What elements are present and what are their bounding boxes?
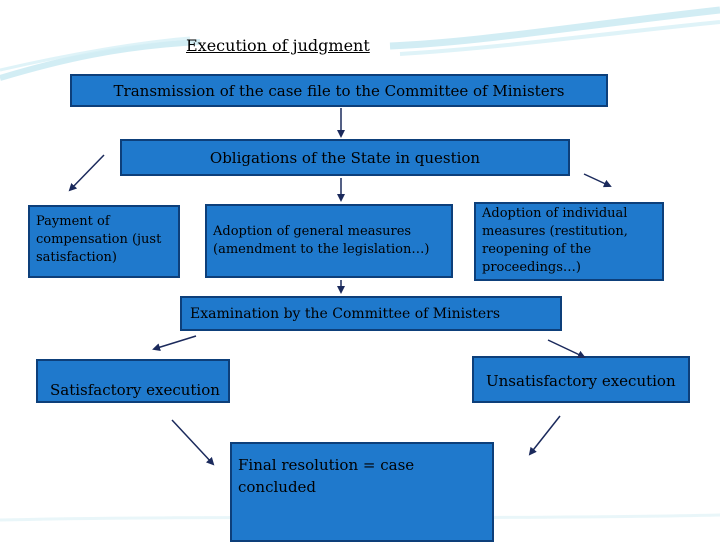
unsatisfactory-box: Unsatisfactory execution — [472, 356, 690, 403]
unsatisfactory-label: Unsatisfactory execution — [486, 372, 676, 390]
obligations-box: Obligations of the State in question — [120, 139, 570, 176]
transmission-box: Transmission of the case file to the Com… — [70, 74, 608, 107]
individual-measures-box: Adoption of individual measures (restitu… — [474, 202, 664, 281]
satisfactory-box: Satisfactory execution — [36, 359, 230, 403]
individual-measures-label: Adoption of individual measures (restitu… — [482, 206, 628, 275]
general-measures-box: Adoption of general measures (amendment … — [205, 204, 453, 278]
general-measures-label: Adoption of general measures (amendment … — [213, 223, 451, 259]
payment-box: Payment of compensation (just satisfacti… — [28, 205, 180, 278]
final-resolution-box: Final resolution = case concluded — [230, 442, 494, 542]
final-resolution-label: Final resolution = case concluded — [238, 456, 414, 496]
satisfactory-label: Satisfactory execution — [50, 381, 220, 399]
payment-label: Payment of compensation (just satisfacti… — [36, 214, 161, 265]
examination-box: Examination by the Committee of Minister… — [180, 296, 562, 331]
diagram-title: Execution of judgment — [186, 36, 370, 55]
examination-label: Examination by the Committee of Minister… — [190, 305, 500, 323]
